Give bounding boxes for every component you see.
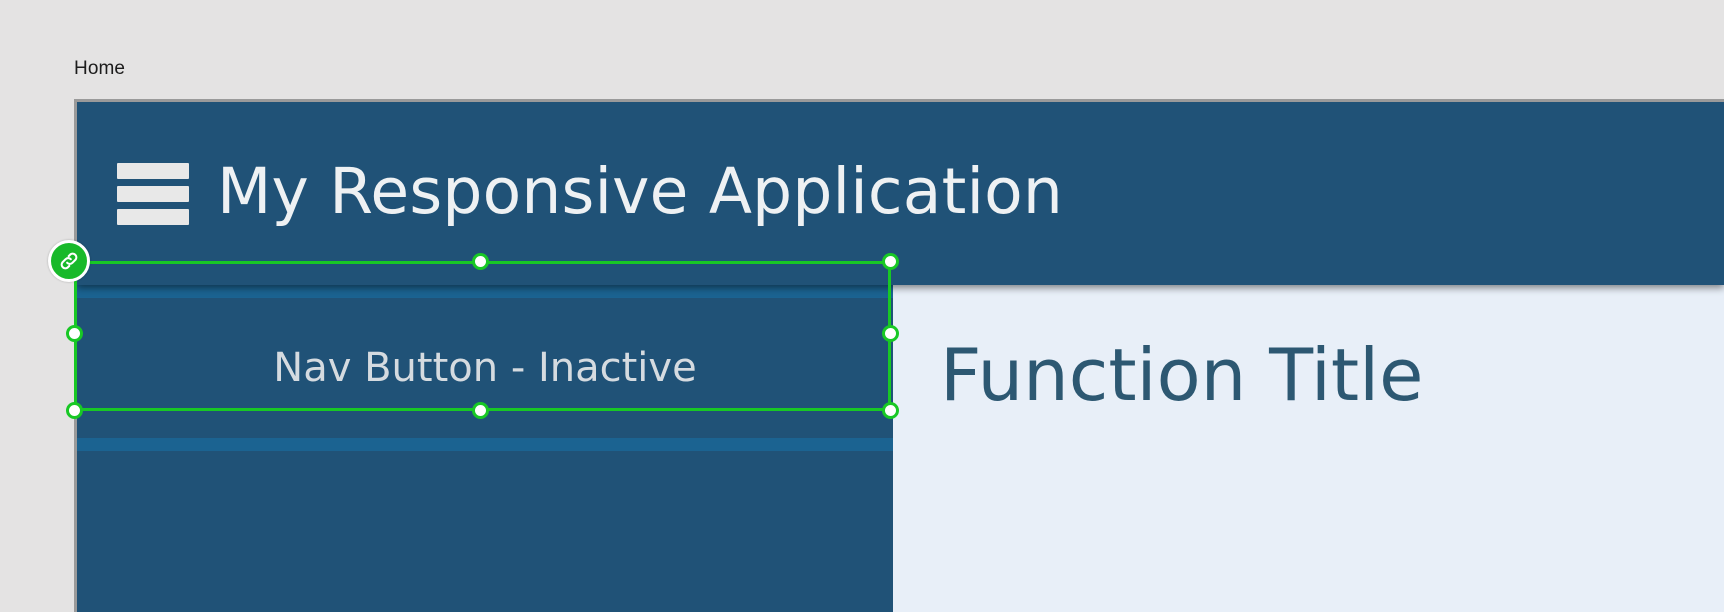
- page-title: Function Title: [940, 333, 1424, 417]
- sidebar-item-label: Nav Button - Inactive: [273, 345, 697, 391]
- sidebar-item-nav-button-inactive[interactable]: Nav Button - Inactive: [77, 285, 893, 451]
- breadcrumb[interactable]: Home: [74, 58, 126, 79]
- resize-handle-bottom-center[interactable]: [471, 402, 489, 419]
- app-title: My Responsive Application: [217, 155, 1064, 228]
- resize-handle-bottom-right[interactable]: [882, 402, 899, 419]
- resize-handle-bottom-left[interactable]: [66, 402, 83, 419]
- hamburger-bar-2: [117, 185, 189, 202]
- resize-handle-middle-left[interactable]: [66, 325, 83, 342]
- resize-handle-top-right[interactable]: [882, 253, 899, 270]
- hamburger-bar-1: [117, 162, 189, 179]
- resize-handle-middle-right[interactable]: [882, 325, 899, 342]
- content-area: Function Title: [893, 285, 1724, 612]
- sidebar: Nav Button - Inactive: [77, 285, 893, 612]
- hamburger-bar-3: [117, 208, 189, 225]
- app-body: Nav Button - Inactive Function Title: [77, 285, 1724, 612]
- app-header: My Responsive Application: [77, 102, 1724, 285]
- hamburger-menu-icon[interactable]: [117, 162, 189, 225]
- link-chain-icon[interactable]: [48, 240, 90, 282]
- resize-handle-top-center[interactable]: [471, 253, 489, 270]
- app-window: My Responsive Application Nav Button - I…: [74, 99, 1724, 612]
